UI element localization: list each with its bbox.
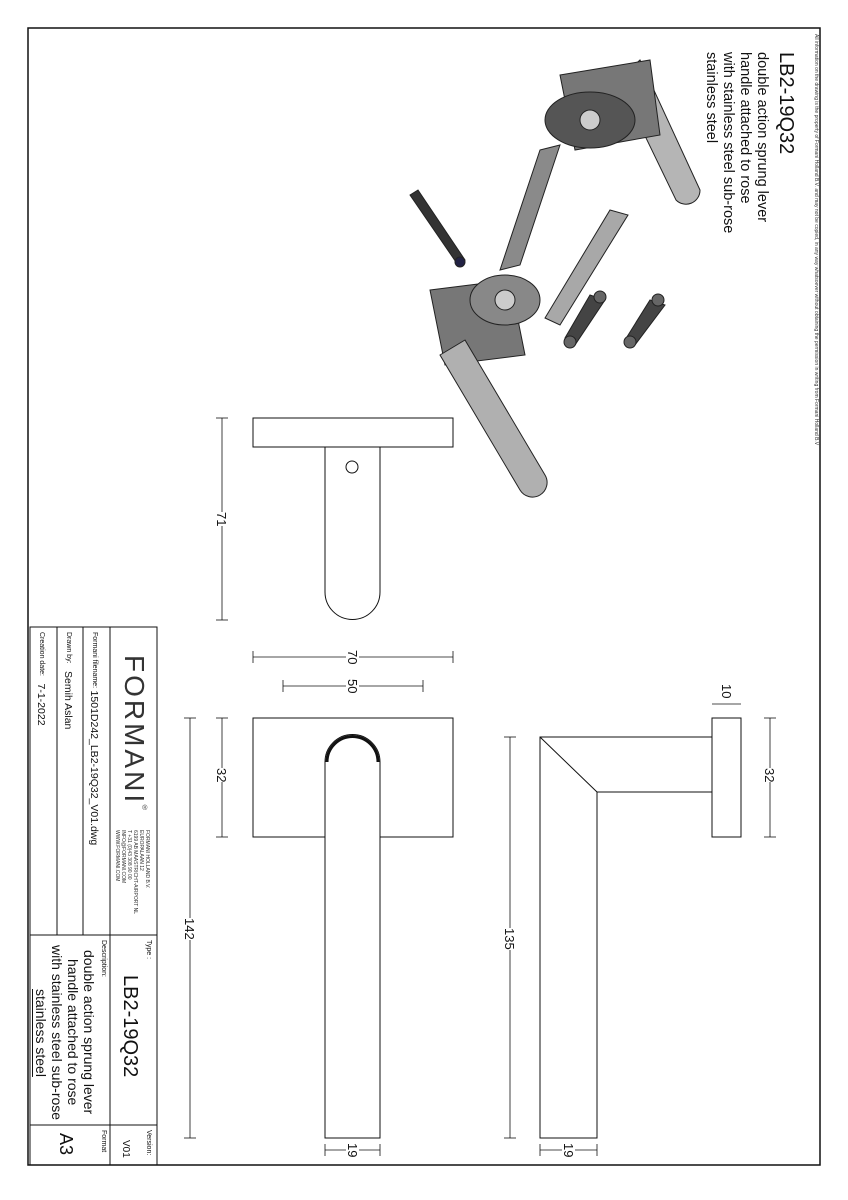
filename-label: Formani filename: [91, 632, 98, 689]
filename-value: 1501D242_LB2-19Q32_V01.dwg [88, 690, 100, 846]
address-line: WWW.FORMANI.COM [114, 830, 120, 882]
address-line: INFO@FORMANI.COM [120, 830, 126, 884]
type-label: Type : [145, 940, 152, 960]
front-view [252, 717, 454, 1139]
filename-field: Formani filename: 1501D242_LB2-19Q32_V01… [88, 632, 100, 845]
address-line: T +31 (0)43 308 90 00 [126, 830, 132, 880]
description-line: handle attached to rose [65, 959, 81, 1106]
description-line: stainless steel [33, 988, 49, 1077]
header-description-line: stainless steel [703, 52, 719, 144]
format-label: Format [100, 1130, 107, 1153]
header-description-line: handle attached to rose [737, 52, 753, 204]
drawn-by-label: Drawn by: [65, 632, 72, 664]
top-view [252, 417, 454, 620]
header-description: double action sprung lever handle attach… [702, 52, 770, 233]
creation-date-label: Creation date: [38, 632, 45, 676]
header-type: LB2-19Q32 [775, 52, 797, 155]
address-line: FORMANI HOLLAND B.V. [144, 830, 150, 889]
description-line: with stainless steel sub-rose [49, 944, 65, 1121]
dim-rose-thickness: 10 [719, 684, 734, 699]
description-line: double action sprung lever [81, 950, 97, 1115]
dim-hole-spacing: 50 [345, 679, 360, 694]
sheet-border [27, 27, 821, 1166]
dimension-lines [184, 417, 776, 1156]
header-description-line: with stainless steel sub-rose [720, 52, 736, 234]
dim-rose-height-side: 32 [762, 768, 777, 783]
address-line: 6199 AB MAASTRICHT-AIRPORT NL [132, 830, 138, 915]
company-address: FORMANI HOLLAND B.V. EUROPALAAN 12 6199 … [114, 830, 150, 914]
dim-rose-height-front: 32 [214, 768, 229, 783]
address-line: EUROPALAAN 12 [138, 830, 144, 871]
dim-rose-width: 70 [345, 650, 360, 665]
creation-date-value: 7-1-2022 [35, 683, 47, 726]
logo-mark: ® [141, 805, 149, 816]
title-block-lines [29, 626, 158, 1166]
creation-date-field: Creation date: 7-1-2022 [35, 632, 47, 726]
drawn-by-field: Drawn by: Semih Aslan [62, 632, 74, 729]
dim-top-length: 71 [214, 512, 229, 527]
version-value: V01 [120, 1140, 131, 1158]
side-view [539, 717, 742, 1139]
dim-projection: 135 [502, 928, 517, 950]
format-value: A3 [56, 1133, 76, 1156]
dim-lever-dia-side: 19 [561, 1143, 576, 1158]
dim-overall-length: 142 [182, 918, 197, 940]
description-label: Description: [100, 940, 107, 977]
formani-logo: FORMANI® [118, 655, 150, 815]
drawn-by-value: Semih Aslan [62, 671, 74, 730]
disclaimer-text: All information on the drawing is the pr… [813, 34, 819, 446]
logo-text: FORMANI [119, 655, 150, 806]
dim-lever-dia-front: 19 [345, 1143, 360, 1158]
description-value: double action sprung lever handle attach… [33, 940, 97, 1125]
exploded-view-illustration [409, 59, 701, 498]
type-value: LB2-19Q32 [119, 975, 141, 1078]
header-description-line: double action sprung lever [754, 52, 770, 223]
version-label: Version: [145, 1130, 152, 1156]
